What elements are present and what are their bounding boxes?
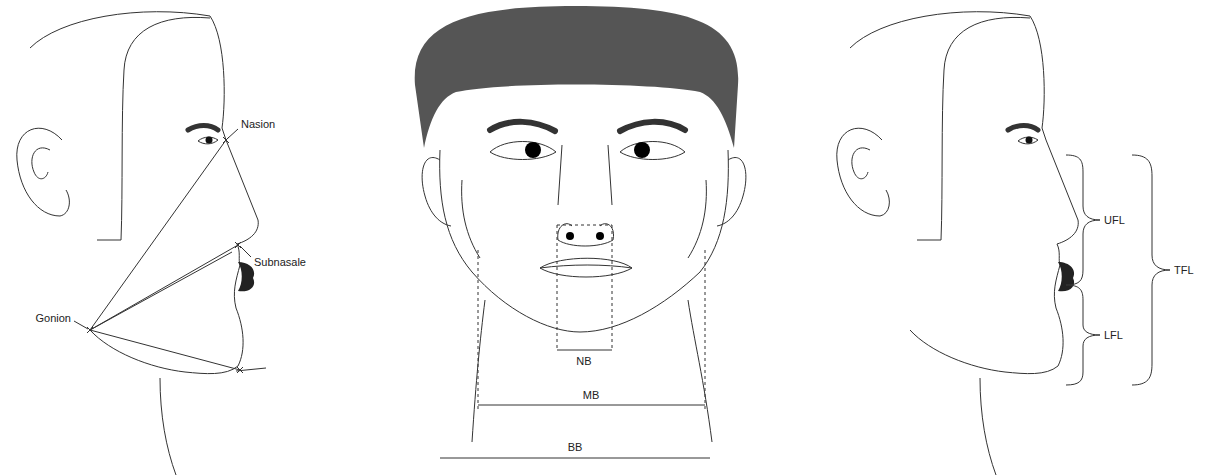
nose-bridge [558,145,612,205]
left-ear [422,158,451,226]
height-label: TFL [1173,264,1195,277]
nb-line [557,350,612,351]
left-pupil [525,142,541,158]
profile-right [837,12,1078,475]
dashed-guides [478,225,705,412]
height-label: LFL [1103,329,1124,342]
ufl-bracket [1066,155,1100,285]
width-label: BB [567,441,584,454]
landmark-label: Subnasale [253,256,307,269]
gonion-nasion-line [90,140,226,330]
face-outline [440,150,729,332]
measure-lines [74,129,266,373]
profile-left [17,12,258,475]
tfl-bracket [1132,155,1170,385]
lips [540,258,632,277]
width-label: MB [582,389,601,402]
left-cheek [462,180,480,258]
right-cheek [688,180,706,258]
landmark-label: Nasion [240,118,276,131]
mb-line [478,405,705,406]
right-ear [717,158,746,226]
right-neck [688,300,712,442]
lfl-bracket [1066,285,1100,385]
gonion-leader [74,321,88,329]
width-measures [440,225,710,458]
right-pupil [634,142,650,158]
landmark-label: Gonion [35,312,72,325]
bb-line [440,458,710,459]
gonion-lip-line [90,252,232,330]
hair [415,6,739,148]
point-marks [87,137,243,373]
left-eye [490,142,556,160]
width-label: NB [575,355,592,368]
gonion-menton-line [90,330,240,370]
height-label: UFL [1103,214,1126,227]
right-eyebrow [620,122,685,131]
left-nostril [566,232,574,240]
nose-base [558,224,614,246]
gonion-subnasale-line [90,245,238,330]
left-eyebrow [490,122,555,131]
height-brackets [1066,155,1170,385]
right-nostril [596,232,604,240]
frontal-face [415,6,746,442]
right-eye [620,142,685,160]
subnasale-leader [240,246,251,257]
